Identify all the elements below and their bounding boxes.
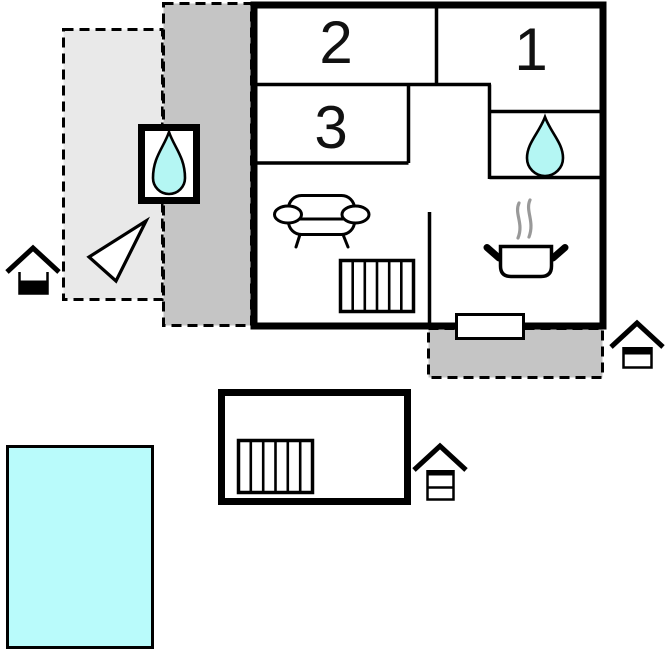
house-entrance-icon-left bbox=[5, 244, 61, 295]
room-2-label: 2 bbox=[319, 9, 352, 76]
house-entrance-icon-annex bbox=[412, 442, 468, 501]
room-3-label: 3 bbox=[314, 94, 347, 161]
radiator-icon-living bbox=[338, 258, 416, 314]
interior-walls bbox=[256, 8, 600, 325]
steam-icon bbox=[515, 198, 533, 240]
entrance-door bbox=[455, 313, 525, 340]
room-1-label: 1 bbox=[514, 16, 547, 83]
pot-handles bbox=[483, 244, 569, 262]
shower-water-drop-icon bbox=[151, 127, 187, 196]
radiator-icon-annex bbox=[236, 438, 315, 495]
sofa-icon bbox=[273, 194, 371, 249]
pot-body bbox=[498, 244, 554, 279]
outdoor-shower-box bbox=[138, 124, 200, 204]
house-entrance-icon-right bbox=[609, 319, 665, 369]
bathroom-water-drop-icon bbox=[525, 113, 565, 178]
pool bbox=[6, 445, 154, 649]
annex-building bbox=[218, 389, 411, 505]
stove-icon bbox=[483, 198, 569, 279]
direction-arrow-icon bbox=[86, 216, 150, 284]
